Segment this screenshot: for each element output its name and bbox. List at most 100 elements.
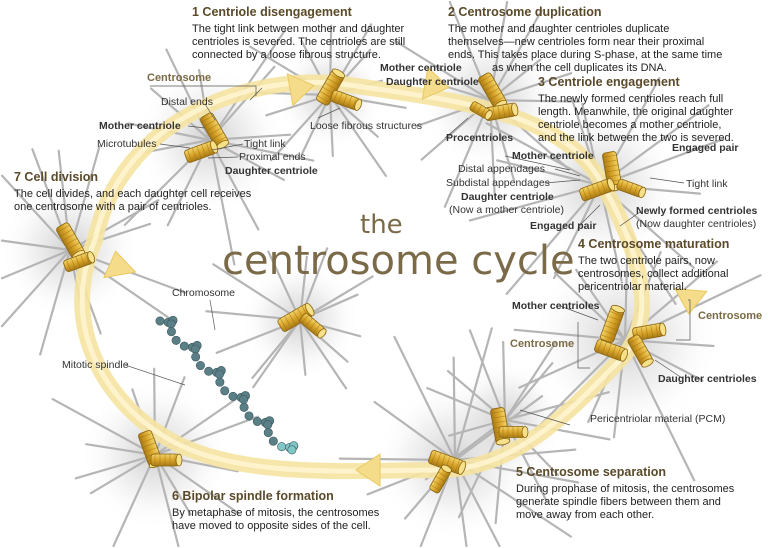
label-daughter-centriole-1: Daughter centriole — [225, 165, 318, 177]
step5-line3: move away from each other. — [516, 509, 655, 521]
centriole-18 — [277, 302, 315, 332]
centriole-10 — [600, 304, 625, 343]
leader-line-3 — [211, 143, 244, 151]
label-daughter-centriole-3: Daughter centriole — [461, 191, 554, 203]
step2-heading: 2 Centrosome duplication — [448, 5, 602, 19]
microtubule-2-8 — [394, 40, 492, 102]
label-now-daughter: (Now daughter centrioles) — [636, 218, 757, 230]
leader-line-10 — [619, 211, 641, 227]
label-pcm: Pericentriolar material (PCM) — [590, 413, 726, 425]
microtubule-8-7 — [85, 443, 157, 457]
cycle-arrowhead-2 — [674, 288, 708, 315]
microtubule-6-12 — [503, 362, 554, 422]
chromosome-bead-25 — [239, 395, 249, 405]
label-centrosome-top-left: Centrosome — [147, 72, 212, 84]
label-centrosome-right: Centrosome — [698, 310, 763, 322]
step5-line1: During prophase of mitosis, the centroso… — [516, 483, 735, 495]
label-daughter-centrioles-4: Daughter centrioles — [658, 373, 757, 385]
step3-line1: The newly formed centrioles reach full — [538, 93, 724, 105]
microtubule-9-5 — [0, 248, 72, 328]
label-mother-centrioles-4: Mother centrioles — [512, 300, 600, 312]
centriole-22 — [56, 222, 86, 260]
step3-heading: 3 Centriole engagement — [538, 75, 680, 89]
step5-heading: 5 Centrosome separation — [516, 465, 667, 479]
microtubule-3-5 — [505, 183, 602, 295]
microtubule-1-3 — [328, 93, 334, 158]
microtubule-5-10 — [452, 356, 457, 462]
microtubule-7-5 — [251, 318, 302, 380]
cycle-arrowhead-3 — [355, 453, 381, 487]
step2-line1: The mother and daughter centrioles dupli… — [448, 23, 670, 35]
step3-line4: and the link between the two is severed. — [538, 132, 734, 144]
centriole-8 — [579, 177, 616, 202]
step4-heading: 4 Centrosome maturation — [578, 237, 730, 251]
leader-line-7 — [554, 168, 581, 177]
microtubule-0-2 — [208, 138, 260, 231]
microtubule-8-4 — [112, 453, 157, 548]
label-daughter-centriole-2: Daughter centriole — [386, 76, 479, 88]
centriole-12 — [594, 339, 629, 362]
microtubule-8-8 — [51, 397, 157, 457]
microtubule-9-11 — [68, 145, 101, 252]
chromosome-bead-14 — [204, 366, 214, 376]
label-mother-centriole-3: Mother centriole — [512, 150, 594, 162]
step7-heading: 7 Cell division — [14, 170, 99, 184]
centriole-6 — [469, 101, 493, 120]
chromosome-bead-28 — [252, 416, 262, 426]
leader-line-12 — [559, 305, 599, 321]
leader-line-6 — [504, 155, 571, 171]
centriole-13 — [627, 334, 654, 368]
centriole-9 — [616, 178, 647, 199]
leader-line-18 — [317, 107, 341, 119]
label-tight-link-1: Tight link — [244, 138, 286, 150]
microtubule-3-6 — [468, 183, 602, 222]
step2-line3: ends. This takes place during S-phase, a… — [448, 49, 723, 61]
centriole-21 — [150, 453, 183, 467]
leader-line-0 — [204, 103, 216, 121]
chromosome-bead-27 — [244, 411, 254, 421]
step5-line2: generate spindle fibers between them and — [516, 496, 721, 508]
label-engaged-pair-2: Engaged pair — [530, 220, 597, 232]
step4-line1: The two centriole pairs, now — [578, 255, 715, 267]
microtubule-6-10 — [502, 340, 507, 422]
step6-heading: 6 Bipolar spindle formation — [172, 489, 334, 503]
step1-heading: 1 Centriole disengagement — [192, 5, 352, 19]
microtubule-8-6 — [74, 453, 157, 480]
label-procentrioles: Procentrioles — [446, 132, 514, 144]
step1-line1: The tight link between mother and daught… — [192, 23, 405, 35]
label-chromosome: Chromosome — [172, 287, 236, 299]
leader-line-11 — [579, 204, 601, 226]
leader-line-13 — [519, 409, 571, 426]
label-subdistal-appendages: Subdistal appendages — [446, 177, 550, 189]
label-leader-lines — [124, 85, 691, 426]
leader-line-5 — [444, 117, 469, 139]
microtubule-1-5 — [270, 93, 332, 162]
microtubule-0-3 — [208, 138, 236, 266]
microtubule-9-7 — [0, 239, 72, 252]
microtubule-3-4 — [552, 183, 602, 280]
step6-line2: have moved to opposite sides of the cell… — [172, 520, 371, 532]
title-the: the — [360, 210, 403, 240]
chromosome-bead-7 — [179, 341, 189, 351]
bracket-right — [676, 299, 691, 341]
chromosome — [155, 315, 299, 455]
microtubule-7-8 — [212, 263, 302, 322]
leader-line-15 — [209, 299, 216, 331]
label-distal-appendages: Distal appendages — [458, 163, 545, 175]
chromosome-bead-32 — [263, 420, 273, 430]
label-proximal-ends: Proximal ends — [239, 151, 306, 163]
title-centrosome-cycle: centrosome cycle — [222, 238, 575, 284]
label-loose-fibrous: Loose fibrous structures — [310, 120, 423, 132]
leader-line-14 — [654, 359, 683, 379]
label-now-mother: (Now a mother centriole) — [449, 204, 564, 216]
microtubule-6-11 — [503, 340, 557, 422]
microtubule-4-2 — [623, 338, 696, 482]
step1-line3: connected by a loose fibrous structure. — [192, 49, 381, 61]
microtubule-3-7 — [496, 159, 602, 187]
label-centrosome-left: Centrosome — [510, 338, 575, 350]
chromosome-bead-0 — [155, 316, 165, 326]
chromosome-bead-18 — [214, 369, 224, 379]
leader-line-9 — [649, 177, 685, 184]
microtubule-9-13 — [68, 222, 152, 252]
